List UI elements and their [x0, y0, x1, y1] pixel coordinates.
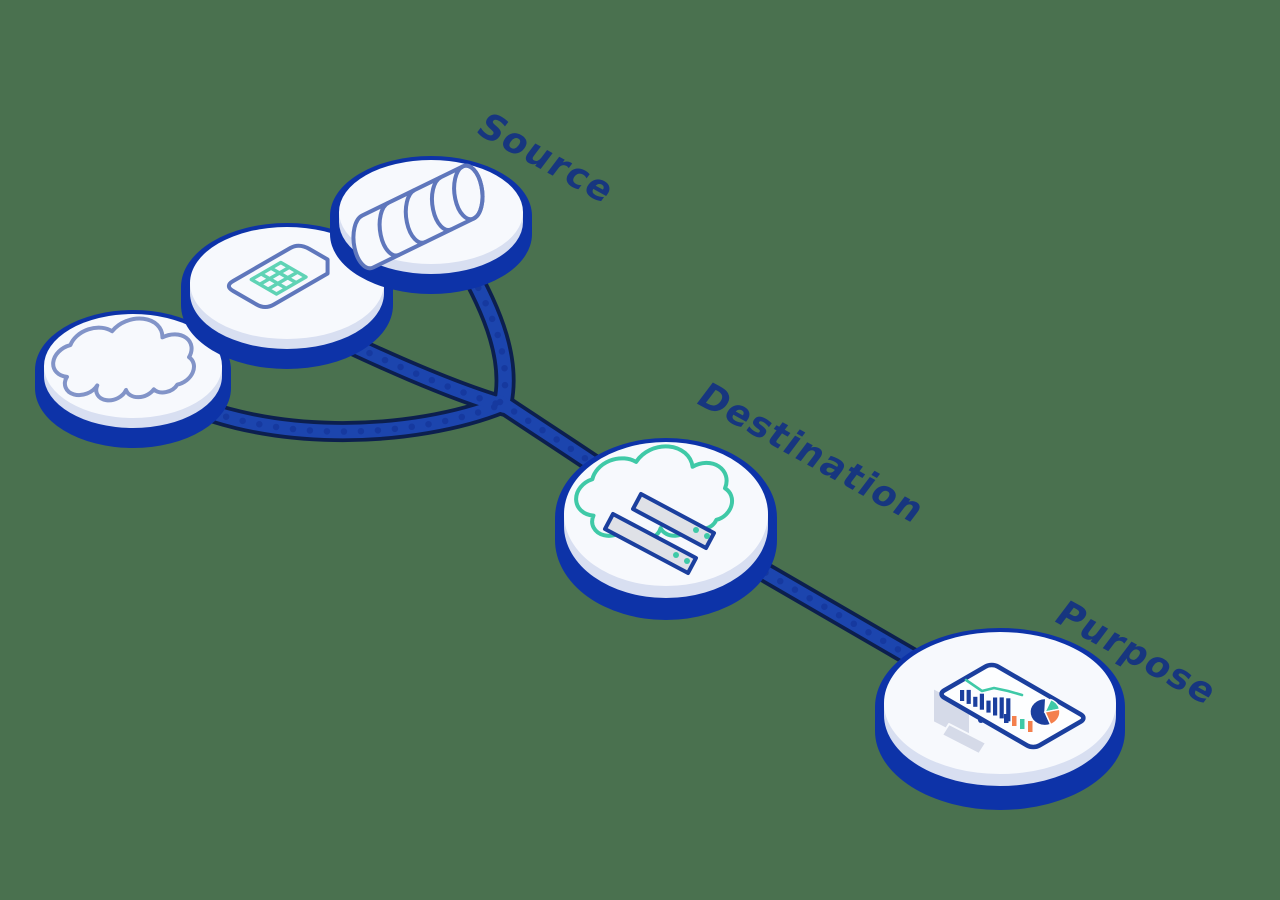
monitor-screen	[938, 663, 1087, 749]
dashboard-monitor-icon	[932, 663, 1087, 755]
bar-chart	[960, 689, 1011, 722]
database-stripes	[375, 177, 451, 261]
monitor-power-dot	[978, 717, 984, 723]
server-bars	[603, 492, 716, 575]
cloud-server-icon	[569, 444, 742, 575]
monitor-stand	[941, 723, 987, 755]
node-purpose-dashboard	[875, 628, 1125, 810]
cloud-icon	[42, 313, 209, 405]
node-source-spreadsheet	[181, 223, 393, 369]
mini-bar-row	[1004, 714, 1033, 732]
table-grid	[251, 263, 306, 295]
pie-chart	[1029, 697, 1061, 727]
node-source-database	[330, 156, 532, 294]
node-destination-warehouse	[555, 438, 777, 620]
node-source-cloud	[35, 310, 231, 448]
database-face	[450, 160, 487, 225]
spreadsheet-file-icon	[225, 243, 340, 310]
database-cylinder-icon	[349, 160, 487, 274]
trend-line	[964, 678, 1024, 697]
